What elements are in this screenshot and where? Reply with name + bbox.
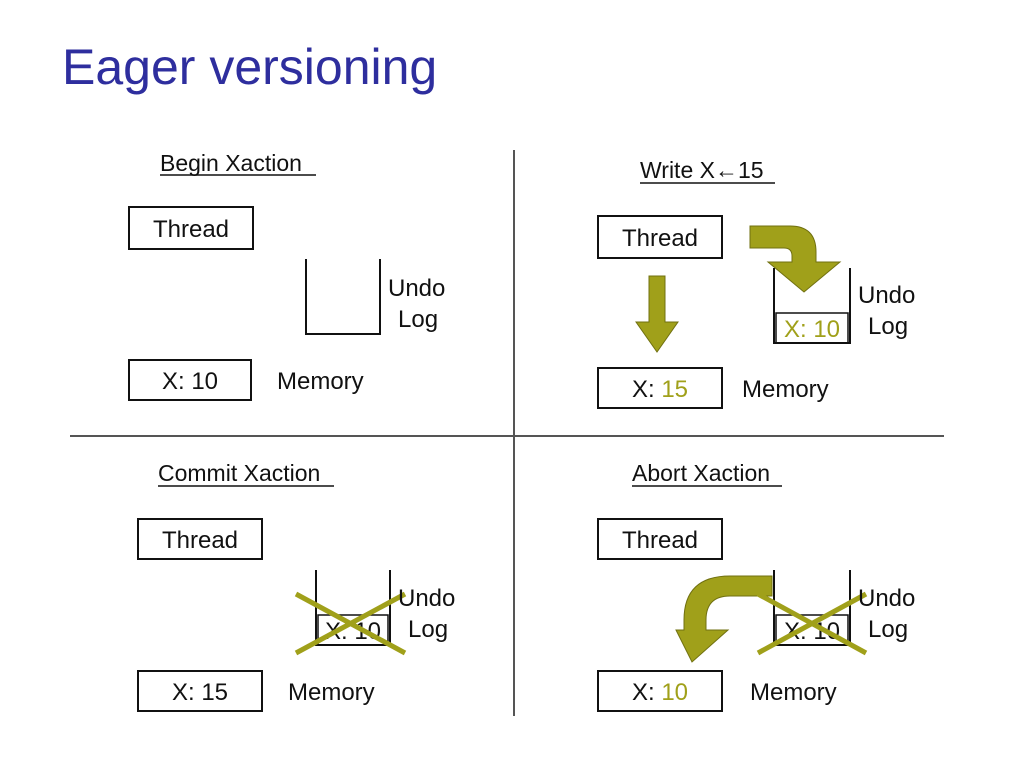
cross-out-icon bbox=[294, 591, 407, 656]
cross-out-icon bbox=[756, 591, 868, 656]
memory-prefix: X: bbox=[632, 679, 661, 706]
thread-label: Thread bbox=[622, 225, 698, 252]
thread-box bbox=[597, 518, 723, 560]
undo-label: Undo bbox=[858, 585, 915, 612]
thread-label: Thread bbox=[162, 527, 238, 554]
slide-title: Eager versioning bbox=[62, 39, 438, 95]
log-entry-box bbox=[317, 614, 389, 646]
undo-log-container bbox=[305, 259, 381, 335]
memory-box bbox=[128, 359, 252, 401]
log-entry-box bbox=[775, 312, 849, 344]
memory-value: X: 15 bbox=[172, 679, 228, 706]
undo-label: Undo bbox=[398, 585, 455, 612]
memory-label: Memory bbox=[288, 679, 375, 706]
memory-number: 10 bbox=[661, 679, 688, 706]
memory-value: X: 10 bbox=[162, 368, 218, 395]
thread-box bbox=[137, 518, 263, 560]
memory-box bbox=[597, 367, 723, 409]
thread-label: Thread bbox=[622, 527, 698, 554]
panel-write: Write X←15 Thread X: 10 Undo Log X: 15 M… bbox=[597, 157, 915, 409]
log-label: Log bbox=[868, 313, 908, 340]
curved-arrow-to-memory-icon bbox=[675, 575, 773, 663]
panel-abort-header: Abort Xaction bbox=[632, 460, 770, 486]
log-entry: X: 10 bbox=[784, 316, 840, 343]
memory-prefix: X: bbox=[632, 376, 661, 403]
log-entry-box bbox=[775, 614, 849, 646]
memory-label: Memory bbox=[742, 376, 829, 403]
memory-label: Memory bbox=[750, 679, 837, 706]
thread-box bbox=[597, 215, 723, 259]
memory-label: Memory bbox=[277, 368, 364, 395]
memory-box bbox=[597, 670, 723, 712]
log-label: Log bbox=[868, 616, 908, 643]
panel-write-header: Write X←15 bbox=[640, 157, 764, 183]
panel-abort: Abort Xaction Thread X: 10 Undo Log X: 1… bbox=[597, 460, 915, 712]
log-label: Log bbox=[408, 616, 448, 643]
panel-commit: Commit Xaction Thread X: 10 Undo Log X: … bbox=[137, 460, 455, 712]
curved-arrow-to-log-icon bbox=[749, 225, 842, 293]
thread-box bbox=[128, 206, 254, 250]
undo-label: Undo bbox=[858, 282, 915, 309]
memory-value: X: 10 bbox=[632, 679, 688, 706]
thread-label: Thread bbox=[153, 216, 229, 243]
panel-begin: Begin Xaction Thread Undo Log X: 10 Memo… bbox=[128, 150, 445, 401]
memory-value: X: 15 bbox=[632, 376, 688, 403]
memory-box bbox=[137, 670, 263, 712]
down-arrow-icon bbox=[635, 275, 679, 353]
panel-commit-header: Commit Xaction bbox=[158, 460, 320, 486]
memory-prefix: X: bbox=[162, 368, 191, 395]
memory-number: 10 bbox=[191, 368, 218, 395]
log-label: Log bbox=[398, 306, 438, 333]
memory-number: 15 bbox=[201, 679, 228, 706]
memory-prefix: X: bbox=[172, 679, 201, 706]
undo-label: Undo bbox=[388, 275, 445, 302]
memory-number: 15 bbox=[661, 376, 688, 403]
panel-begin-header: Begin Xaction bbox=[160, 150, 302, 176]
